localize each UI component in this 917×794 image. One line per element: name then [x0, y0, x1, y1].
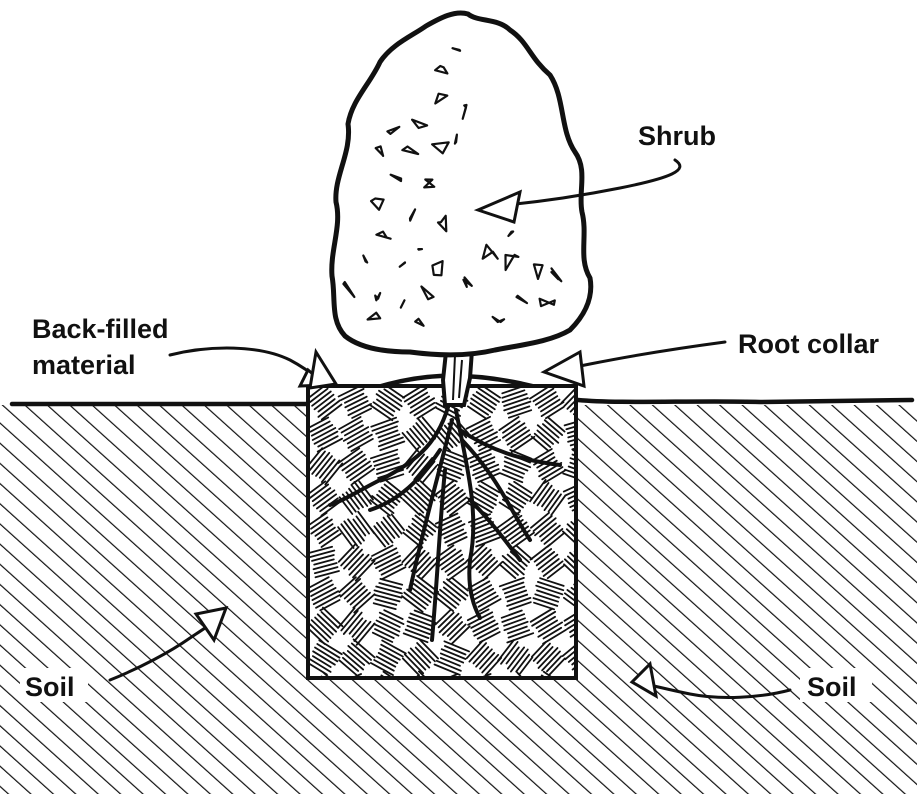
label-root-collar: Root collar — [738, 329, 880, 359]
label-soil-left: Soil — [25, 672, 75, 702]
back-filled-pit — [306, 384, 598, 708]
backfill-arrow — [170, 348, 320, 380]
label-backfill-line1: Back-filled — [32, 314, 169, 344]
shrub-trunk — [443, 350, 472, 405]
label-backfill-line2: material — [32, 350, 136, 380]
label-soil-right: Soil — [807, 672, 857, 702]
leaf-mark — [418, 249, 422, 250]
label-shrub: Shrub — [638, 121, 716, 151]
root-collar-arrow-head — [544, 352, 584, 386]
